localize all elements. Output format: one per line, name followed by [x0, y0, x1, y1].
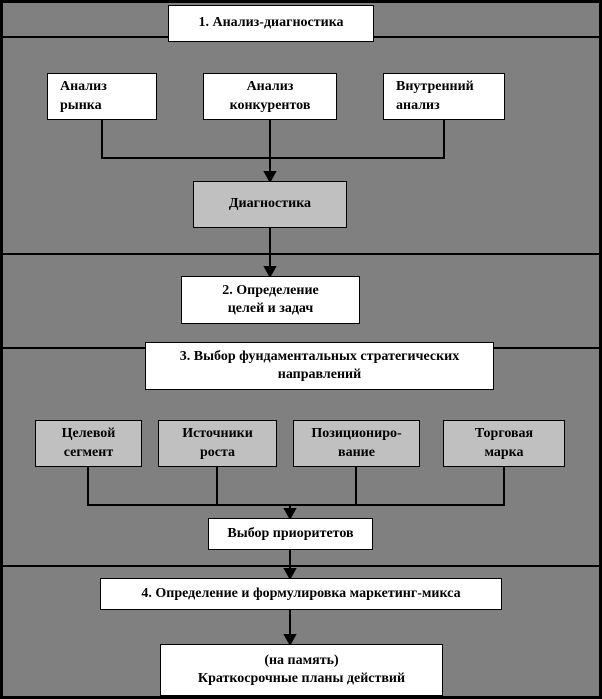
node-competitor-analysis: Анализ конкурентов	[203, 73, 337, 120]
node-step4-marketing-mix: 4. Определение и формулировка маркетинг-…	[100, 578, 502, 610]
node-market-analysis: Анализ рынка	[47, 73, 157, 120]
node-internal-analysis: Внутренний анализ	[383, 73, 505, 120]
section-divider-2	[3, 253, 599, 255]
node-trademark: Торговая марка	[443, 420, 565, 467]
node-diagnostics: Диагностика	[193, 181, 347, 228]
connector-diagnostics-to-step2	[263, 228, 277, 279]
connector-strategies-to-priorities	[87, 467, 505, 521]
arrow-down-icon	[283, 634, 297, 647]
node-short-term-action-plans: (на память) Краткосрочные планы действий	[160, 644, 443, 696]
node-target-segment: Целевой сегмент	[35, 420, 142, 467]
connector-priorities-to-step4	[283, 550, 297, 581]
arrow-down-icon	[263, 266, 277, 279]
node-step3-strategic-directions: 3. Выбор фундаментальных стратегических …	[145, 342, 494, 390]
arrow-down-icon	[263, 171, 277, 184]
arrow-down-icon	[283, 508, 297, 521]
node-step1-analysis-diagnostics: 1. Анализ-диагностика	[168, 5, 374, 42]
node-priorities-choice: Выбор приоритетов	[208, 518, 373, 550]
section-divider-4	[3, 565, 599, 567]
connector-step4-to-plans	[283, 610, 297, 647]
arrow-down-icon	[283, 568, 297, 581]
node-positioning: Позициониро- вание	[293, 420, 420, 467]
connector-analyses-to-diagnostics	[101, 120, 445, 184]
node-step2-goals-and-tasks: 2. Определение целей и задач	[181, 276, 360, 324]
node-growth-sources: Источники роста	[158, 420, 277, 467]
